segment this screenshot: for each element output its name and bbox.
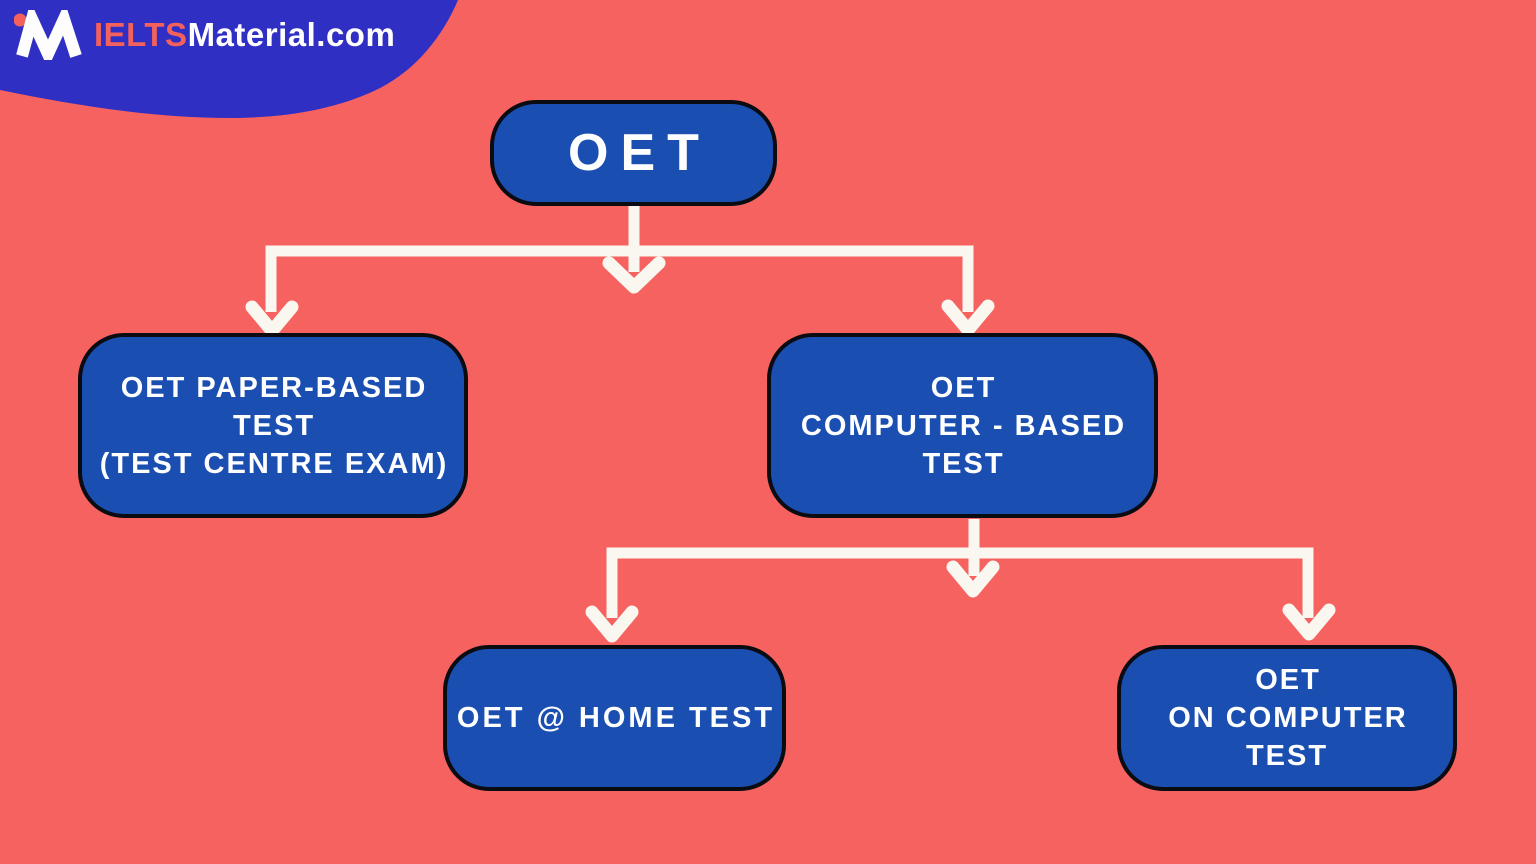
node-oncomputer-label-line: OET	[1255, 664, 1321, 696]
brand-name-rest: Material.com	[187, 16, 396, 53]
down-arrowhead-icon	[245, 300, 299, 338]
down-arrowhead-icon	[941, 299, 995, 337]
edge-computer-bracket	[606, 547, 1314, 618]
node-home-label: OET @ HOME TEST	[456, 702, 776, 734]
brand-name-accent: IELTS	[94, 16, 188, 53]
brand-logo: IELTSMaterial.com	[14, 10, 395, 60]
node-paper-label-line: (TEST CENTRE EXAM)	[99, 447, 449, 480]
edge-computer-to-children	[585, 519, 1336, 643]
brand-mark-icon	[14, 10, 82, 60]
down-arrowhead-icon	[602, 256, 666, 294]
node-oncomputer-label-line: ON COMPUTER TEST	[1168, 702, 1408, 772]
node-computer-label-line: TEST	[922, 447, 1005, 480]
edge-root-to-children	[245, 206, 995, 338]
down-arrowhead-icon	[1282, 603, 1336, 641]
node-oet-computer-based-test: OET COMPUTER - BASED TEST	[767, 333, 1158, 518]
logo-m-shape	[16, 10, 82, 60]
node-oet-paper-based-test: OET PAPER-BASED TEST (TEST CENTRE EXAM)	[78, 333, 468, 518]
down-arrowhead-icon	[946, 560, 1000, 598]
edge-root-bracket	[265, 245, 974, 312]
brand-name: IELTSMaterial.com	[94, 10, 395, 60]
logo-dot	[14, 13, 27, 27]
node-oet-at-home-test: OET @ HOME TEST	[443, 645, 786, 791]
node-oet-on-computer-test: OET ON COMPUTER TEST	[1117, 645, 1457, 791]
node-oet: OET	[490, 100, 777, 206]
node-computer-label-line: COMPUTER - BASED	[800, 409, 1127, 442]
node-computer-label-line: OET	[930, 371, 997, 404]
down-arrowhead-icon	[585, 605, 639, 643]
brand-blob	[0, 0, 458, 118]
node-paper-label-line: OET PAPER-BASED	[120, 371, 428, 404]
node-paper-label-line: TEST	[232, 409, 316, 442]
node-oet-label: OET	[568, 124, 711, 182]
